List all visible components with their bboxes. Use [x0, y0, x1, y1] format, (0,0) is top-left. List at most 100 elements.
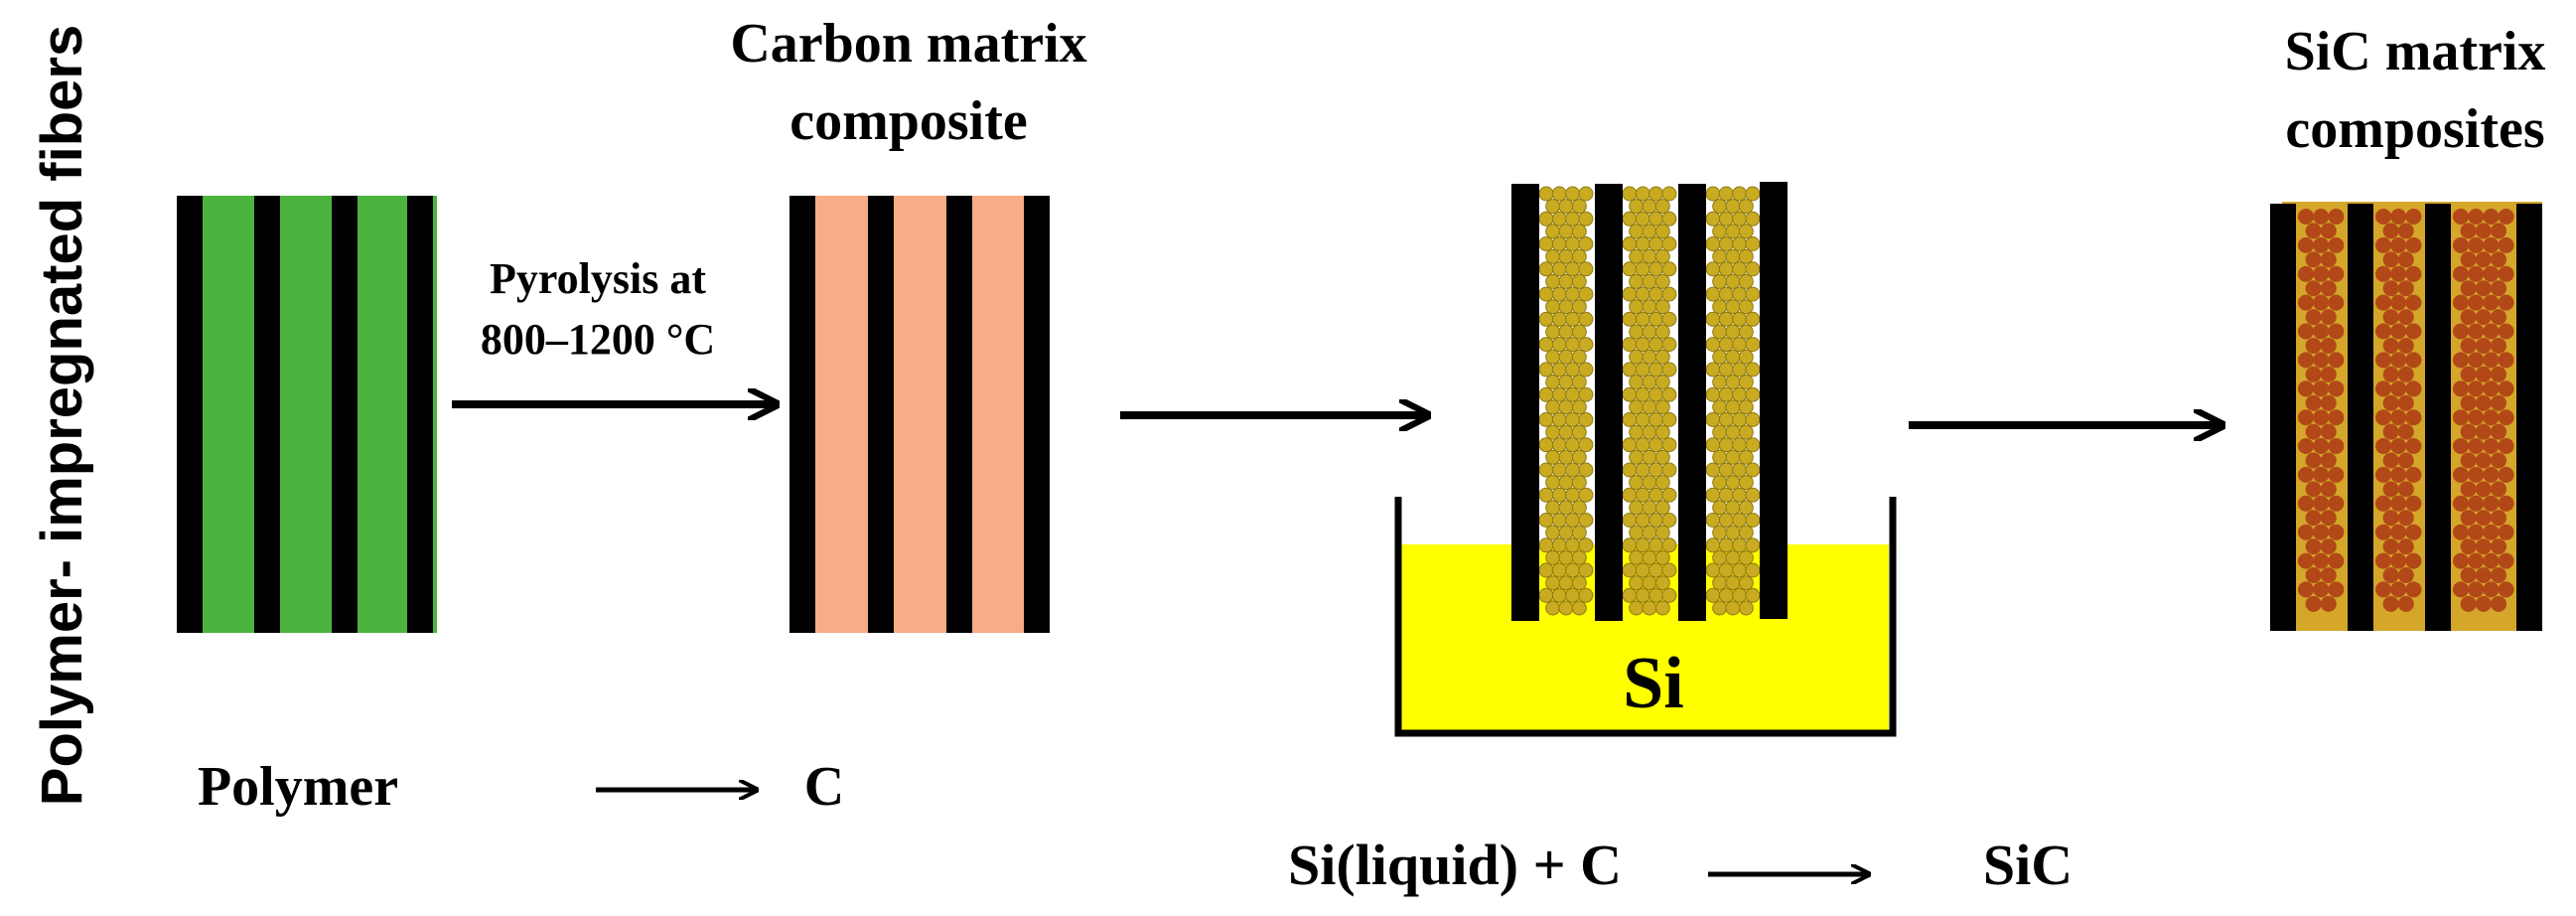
particle [1705, 562, 1721, 578]
fiber [1678, 184, 1706, 621]
particle [2375, 294, 2391, 311]
particle [2468, 265, 2485, 282]
particle [2382, 280, 2399, 297]
particle [1738, 299, 1754, 315]
particle [1622, 311, 1638, 327]
particle [2313, 409, 2330, 426]
particle [1705, 437, 1721, 453]
particle [2460, 452, 2477, 469]
particle [2313, 294, 2330, 311]
particle [1738, 324, 1754, 340]
particle [1725, 600, 1741, 616]
particle [1725, 299, 1741, 315]
particle [1642, 375, 1657, 389]
particle [2313, 495, 2330, 512]
particle [1648, 587, 1664, 603]
particle [1538, 286, 1554, 302]
particle [1648, 513, 1664, 528]
particle [1654, 525, 1670, 540]
particle [2305, 280, 2322, 297]
particle [2375, 495, 2391, 512]
particle [2328, 581, 2345, 598]
particle [2382, 452, 2399, 469]
particle [2468, 581, 2485, 598]
particle [1635, 587, 1650, 603]
polymer-matrix [189, 196, 437, 633]
particle [1538, 311, 1554, 327]
particle [2405, 294, 2422, 311]
particle [2460, 366, 2477, 382]
particle [2397, 423, 2414, 440]
particle [2483, 265, 2500, 282]
particle [2382, 595, 2399, 612]
particle [1725, 449, 1741, 465]
particle [1654, 299, 1670, 315]
sic-equation-lhs: Si(liquid) + C [1288, 833, 1622, 897]
particle [2298, 438, 2314, 454]
particle [2460, 338, 2477, 354]
particle [2475, 423, 2492, 440]
particle [2491, 223, 2506, 239]
particle [1538, 211, 1554, 227]
particle [1705, 261, 1721, 277]
particle [1635, 513, 1650, 528]
pyrolysis-label-line1: Pyrolysis at [490, 254, 706, 303]
particle [1629, 273, 1645, 289]
particle [1648, 236, 1664, 251]
particle [1545, 324, 1561, 340]
particle [1654, 273, 1670, 289]
particle [1629, 475, 1645, 491]
particle [2397, 510, 2414, 527]
particle [2460, 510, 2477, 527]
particle [1705, 311, 1721, 327]
particle [2453, 209, 2469, 225]
particle [2320, 394, 2337, 411]
particle [1578, 513, 1594, 528]
particle [1571, 324, 1587, 340]
particle [1642, 600, 1657, 616]
particle [1622, 186, 1638, 202]
particle [1545, 273, 1561, 289]
particle [1538, 337, 1554, 353]
particle [2298, 265, 2314, 282]
particle [2483, 581, 2500, 598]
particle [1718, 437, 1734, 453]
particle [1712, 399, 1728, 415]
particle [1738, 500, 1754, 516]
particle [1661, 537, 1677, 553]
particle [1661, 587, 1677, 603]
particle [1622, 437, 1638, 453]
particle [2460, 538, 2477, 555]
particle [1745, 337, 1761, 353]
particle [1718, 487, 1734, 503]
fiber [1760, 182, 1788, 619]
particle [1629, 224, 1645, 239]
particle [2328, 294, 2345, 311]
particle [1732, 386, 1748, 402]
particle [1732, 362, 1748, 378]
particle [1654, 248, 1670, 264]
particle [2328, 209, 2345, 225]
particle [2320, 510, 2337, 527]
particle [2498, 323, 2514, 340]
particle [1551, 362, 1567, 378]
particle [1654, 549, 1670, 565]
particle [1629, 248, 1645, 264]
particle [1571, 375, 1587, 389]
particle [1558, 475, 1574, 491]
particle [2453, 466, 2469, 483]
particle [1654, 199, 1670, 215]
particle [2328, 265, 2345, 282]
particle [1538, 386, 1554, 402]
particle [1571, 273, 1587, 289]
particle [1545, 375, 1561, 389]
polymer-equation-lhs: Polymer [198, 756, 398, 818]
particle [2453, 236, 2469, 253]
particle [1705, 386, 1721, 402]
particle [1629, 600, 1645, 616]
particle [1661, 261, 1677, 277]
particle [2475, 567, 2492, 583]
particle [2460, 223, 2477, 239]
particle [2498, 466, 2514, 483]
particle [2475, 280, 2492, 297]
